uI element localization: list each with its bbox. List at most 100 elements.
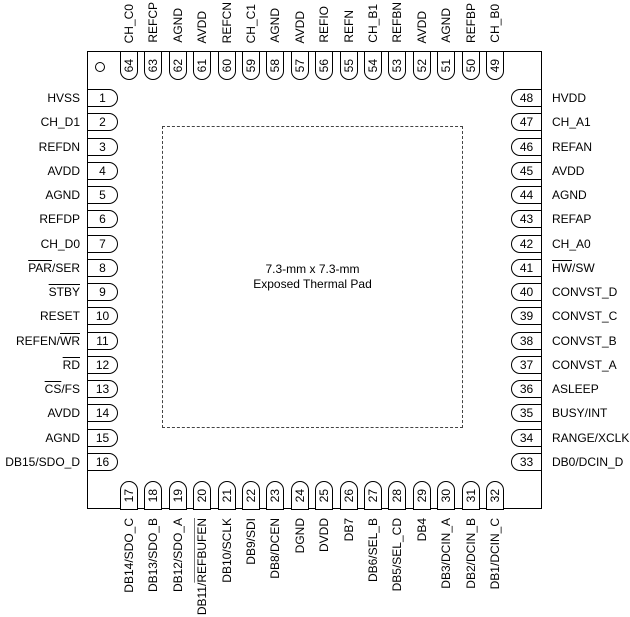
- pin-number: 51: [439, 58, 454, 73]
- signal-name: REFAP: [552, 212, 592, 227]
- pin-label-20: DB11/REFBUFEN: [195, 518, 209, 615]
- pin-label-23: DB8/DCEN: [268, 518, 282, 579]
- signal-name: REFBN: [390, 2, 405, 43]
- pin-label-41: HW/SW: [552, 261, 595, 275]
- pin-label-55: REFN: [342, 10, 356, 43]
- pin-label-60: REFCN: [220, 2, 234, 43]
- pin-53: 53: [388, 51, 407, 80]
- pin-label-19: DB12/SDO_A: [171, 518, 185, 592]
- active-low-signal-name: HW: [552, 260, 572, 275]
- pin-4: 4: [87, 161, 118, 180]
- pin-41: 41: [511, 258, 542, 277]
- pin-22: 22: [242, 481, 260, 510]
- signal-name: ASLEEP: [552, 382, 599, 396]
- pin-25: 25: [315, 481, 334, 510]
- pin-label-2: CH_D1: [41, 115, 80, 129]
- pin-14: 14: [87, 404, 118, 423]
- signal-name: /SER: [51, 260, 80, 275]
- pin-10: 10: [87, 307, 118, 326]
- signal-name: DB4: [414, 518, 429, 542]
- pin-6: 6: [87, 210, 118, 229]
- pin-label-42: CH_A0: [552, 237, 591, 251]
- pin-36: 36: [511, 380, 542, 398]
- pin-7: 7: [87, 234, 118, 253]
- pin-label-52: AVDD: [415, 11, 429, 43]
- pin-54: 54: [364, 51, 382, 80]
- pin-26: 26: [339, 481, 358, 510]
- pin-52: 52: [412, 51, 431, 80]
- signal-name: DB13/SDO_B: [146, 518, 161, 593]
- pin-label-51: AGND: [439, 8, 453, 43]
- signal-name: DB5/SEL_CD: [390, 518, 405, 592]
- signal-name: CH_A1: [552, 115, 591, 130]
- pin-40: 40: [511, 283, 542, 301]
- signal-name: AVDD: [47, 406, 80, 421]
- signal-name: REFDP: [39, 212, 80, 227]
- signal-name: REFDN: [38, 139, 80, 154]
- pin-61: 61: [193, 51, 212, 80]
- signal-name: DB6/SEL_B: [366, 518, 380, 583]
- signal-name: CONVST_A: [552, 357, 617, 372]
- pin-label-24: DGND: [293, 518, 307, 553]
- pin-24: 24: [290, 481, 309, 510]
- signal-name: REFN: [341, 10, 356, 43]
- pin-number: 28: [390, 488, 405, 503]
- signal-name: DB11/: [195, 582, 210, 616]
- signal-name: DB8/DCEN: [268, 518, 283, 579]
- pin-label-53: REFBN: [390, 2, 404, 43]
- signal-name: DB12/SDO_A: [170, 518, 185, 593]
- pin-29: 29: [412, 481, 431, 510]
- signal-name: AGND: [45, 188, 80, 202]
- signal-name: AVDD: [47, 163, 80, 178]
- pin-42: 42: [511, 234, 542, 253]
- pin-number: 21: [219, 488, 234, 503]
- pin-label-40: CONVST_D: [552, 285, 617, 299]
- pin-35: 35: [511, 404, 542, 423]
- pin-number: 58: [268, 58, 283, 73]
- signal-name: AGND: [439, 8, 454, 43]
- pin-label-30: DB3/DCIN_A: [439, 518, 453, 589]
- signal-name: AGND: [45, 430, 80, 445]
- pin-label-32: DB1/DCIN_C: [488, 518, 502, 589]
- pin-38: 38: [511, 331, 542, 350]
- pin-label-6: REFDP: [39, 212, 80, 226]
- pad-name: Exposed Thermal Pad: [253, 277, 372, 291]
- pin-60: 60: [217, 51, 236, 80]
- pin-label-17: DB14/SDO_C: [122, 518, 136, 593]
- pin-label-49: CH_B0: [488, 4, 502, 43]
- signal-name: DB9/SDI: [244, 518, 258, 565]
- pin-18: 18: [144, 481, 163, 510]
- signal-name: AGND: [170, 8, 185, 43]
- pin-23: 23: [266, 481, 285, 510]
- pin-17: 17: [120, 481, 138, 510]
- pin-label-34: RANGE/XCLK: [552, 431, 629, 445]
- pin-label-62: AGND: [171, 8, 185, 43]
- ic-package-outline: [87, 51, 542, 509]
- pin-label-57: AVDD: [293, 11, 307, 43]
- pin-label-28: DB5/SEL_CD: [390, 518, 404, 591]
- pin-11: 11: [87, 331, 118, 350]
- pin-label-38: CONVST_B: [552, 334, 617, 348]
- pin-15: 15: [87, 428, 118, 447]
- pin-label-1: HVSS: [47, 91, 80, 105]
- pin-label-33: DB0/DCIN_D: [552, 455, 623, 469]
- signal-name: CH_B1: [366, 4, 380, 43]
- pin-49: 49: [486, 51, 504, 80]
- signal-name: AVDD: [552, 163, 585, 178]
- signal-name: DGND: [292, 518, 307, 554]
- pin-label-64: CH_C0: [122, 4, 136, 43]
- pin-number: 56: [317, 58, 332, 73]
- pin-64: 64: [120, 51, 138, 80]
- pin-label-25: DVDD: [317, 518, 331, 552]
- signal-name: DB10/SCLK: [219, 518, 234, 583]
- pin-number: 64: [122, 58, 136, 73]
- signal-name: DVDD: [317, 518, 332, 553]
- pin-label-54: CH_B1: [366, 4, 380, 43]
- signal-name: REFAN: [552, 139, 593, 154]
- pin-label-31: DB2/DCIN_B: [464, 518, 478, 589]
- pin-label-13: CS/FS: [45, 382, 80, 396]
- pin-label-48: HVDD: [552, 91, 586, 105]
- pin-label-4: AVDD: [48, 164, 80, 178]
- pin-57: 57: [290, 51, 309, 80]
- signal-name: /FS: [61, 382, 80, 396]
